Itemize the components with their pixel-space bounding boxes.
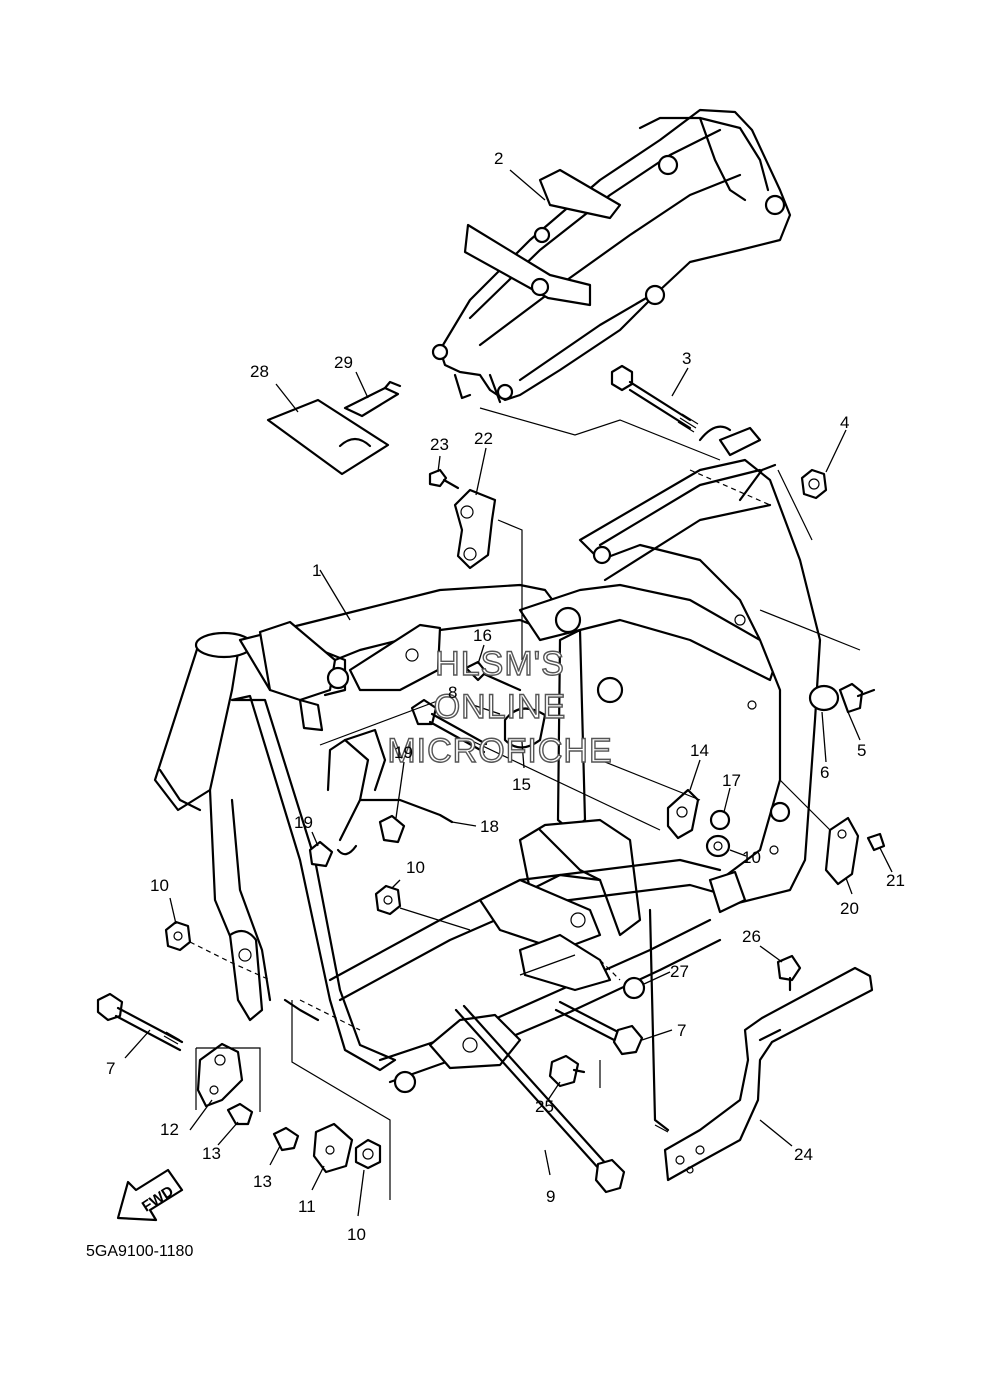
forward-arrow-icon: FWD — [116, 1168, 184, 1222]
bolt-part-9 — [454, 1004, 626, 1194]
callout-13-left: 13 — [202, 1144, 221, 1163]
callout-14: 14 — [690, 741, 709, 760]
nut-part-17 — [709, 809, 731, 831]
callout-10-left: 10 — [150, 876, 169, 895]
bolt-part-5 — [838, 682, 876, 714]
bolt-part-23 — [428, 468, 460, 490]
callout-29: 29 — [334, 353, 353, 372]
callout-leader-lines — [124, 169, 893, 1217]
callout-15: 15 — [512, 775, 531, 794]
callout-7-right: 7 — [677, 1021, 686, 1040]
callout-28: 28 — [250, 362, 269, 381]
watermark: HLSM'S ONLINE MICROFICHE — [387, 644, 613, 770]
cap-part-6 — [808, 684, 840, 712]
watermark-line-3: MICROFICHE — [387, 732, 612, 770]
bolt-part-16 — [464, 660, 522, 692]
callout-4: 4 — [840, 413, 849, 432]
callout-20: 20 — [840, 899, 859, 918]
callout-22: 22 — [474, 429, 493, 448]
callout-2: 2 — [494, 149, 503, 168]
plate-part-11 — [312, 1122, 354, 1174]
bolt-part-7-right — [554, 1000, 644, 1056]
callout-16: 16 — [473, 626, 492, 645]
bolt-part-13-right — [272, 1126, 300, 1152]
bolt-part-3 — [610, 364, 699, 433]
bolt-part-26 — [776, 954, 802, 992]
watermark-line-2: ONLINE — [434, 688, 567, 726]
callout-18: 18 — [480, 817, 499, 836]
callout-10-right: 10 — [742, 848, 761, 867]
callout-3: 3 — [682, 349, 691, 368]
callout-10-bottom: 10 — [347, 1225, 366, 1244]
clip-part-29 — [343, 380, 402, 418]
callout-25: 25 — [535, 1097, 554, 1116]
watermark-line-1: HLSM'S — [435, 645, 565, 683]
bolt-part-8 — [410, 698, 488, 754]
callout-13-right: 13 — [253, 1172, 272, 1191]
collar-part-15 — [503, 707, 547, 749]
rear-fender-part — [431, 108, 792, 404]
callout-7-left: 7 — [106, 1059, 115, 1078]
callout-6: 6 — [820, 763, 829, 782]
callout-10-mid: 10 — [406, 858, 425, 877]
callout-11: 11 — [298, 1197, 316, 1216]
bracket-part-18 — [326, 728, 454, 856]
collar-part-25 — [548, 1054, 586, 1088]
callout-24: 24 — [794, 1145, 813, 1164]
callout-21: 21 — [886, 871, 905, 890]
assembly-guide-lines — [189, 407, 861, 1200]
callout-26: 26 — [742, 927, 761, 946]
callout-1: 1 — [312, 561, 321, 580]
callout-23: 23 — [430, 435, 449, 454]
bracket-part-12 — [196, 1042, 244, 1108]
diagram-reference-code: 5GA9100-1180 — [86, 1243, 193, 1260]
bracket-part-22 — [453, 488, 497, 570]
bolt-part-13-left — [226, 1102, 254, 1126]
callout-9: 9 — [546, 1187, 555, 1206]
nut-part-10-right — [705, 834, 731, 858]
bolt-part-21 — [866, 832, 886, 852]
cover-part-28 — [266, 398, 390, 476]
callout-12: 12 — [160, 1120, 179, 1139]
callout-5: 5 — [857, 741, 866, 760]
callout-8: 8 — [448, 683, 457, 702]
callout-17: 17 — [722, 771, 741, 790]
callout-19-upper: 19 — [394, 743, 413, 762]
nut-part-4 — [800, 468, 828, 500]
plate-part-20 — [824, 816, 860, 886]
callout-labels: 1 2 3 4 5 6 7 7 8 9 10 10 10 10 11 12 13… — [106, 149, 905, 1244]
cap-part-27 — [622, 976, 646, 1000]
nut-part-10-left — [164, 920, 192, 952]
nut-part-10-bottom — [354, 1138, 382, 1170]
bolt-part-19-lower — [308, 840, 334, 868]
nut-part-10-mid — [374, 884, 402, 916]
callout-27: 27 — [670, 962, 689, 981]
rear-bracket-part-24 — [663, 966, 874, 1182]
bracket-part-14 — [666, 788, 700, 840]
bolt-part-19-upper — [378, 814, 406, 844]
callout-19-lower: 19 — [294, 813, 313, 832]
main-frame-part — [153, 425, 822, 1132]
